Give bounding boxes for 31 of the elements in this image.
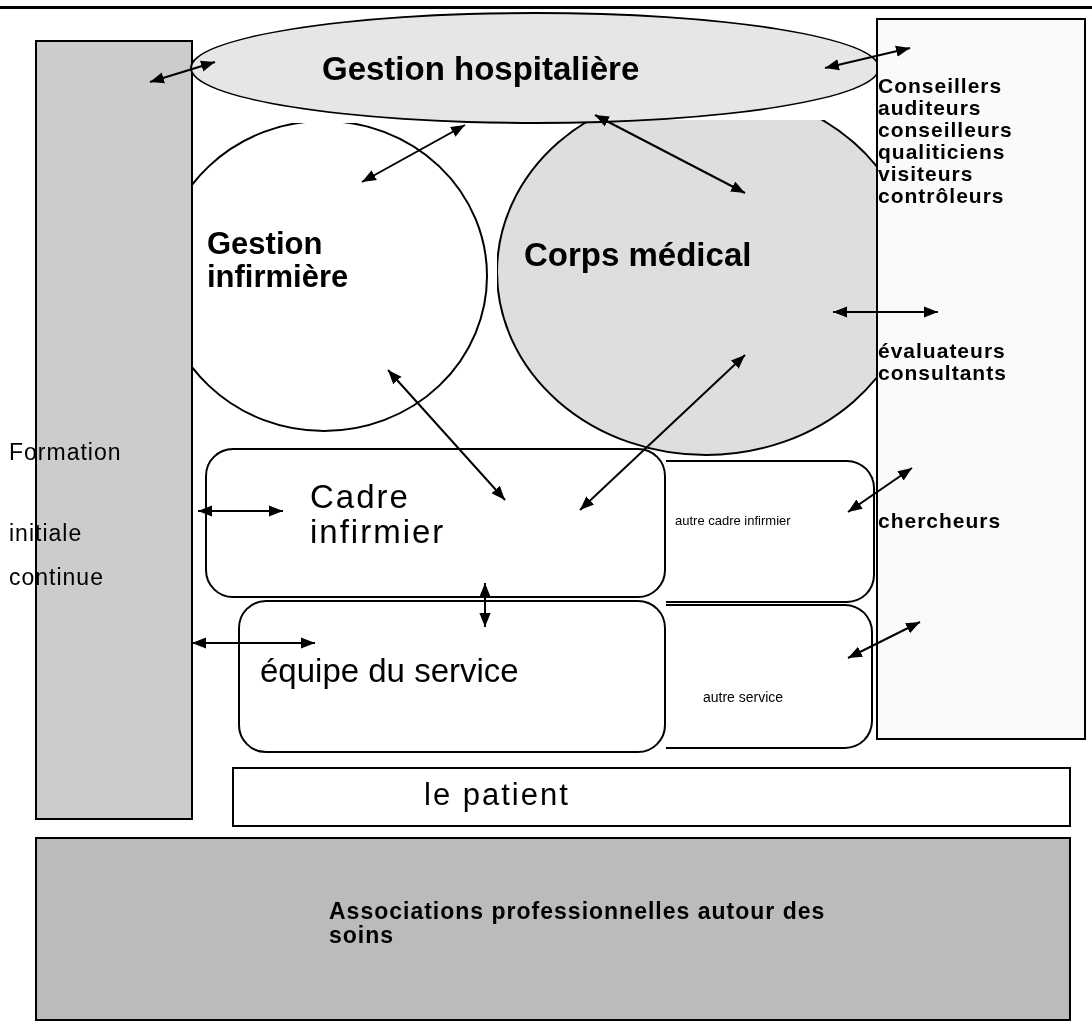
panel-label: évaluateurs consultants bbox=[878, 340, 1008, 385]
rounded-box bbox=[238, 600, 666, 753]
rounded-box bbox=[666, 460, 875, 603]
double-arrow bbox=[387, 369, 506, 501]
ellipse-label: Gestion hospitalière bbox=[322, 52, 641, 87]
box-label: autre cadre infirmier bbox=[675, 514, 792, 528]
double-arrow bbox=[579, 354, 746, 511]
double-arrow bbox=[149, 60, 216, 84]
rounded-box bbox=[666, 604, 873, 749]
footer-panel bbox=[35, 837, 1071, 1021]
box-label: équipe du service bbox=[260, 654, 520, 689]
circle-label: Corps médical bbox=[524, 238, 753, 273]
double-arrow bbox=[191, 637, 316, 649]
double-arrow bbox=[824, 45, 911, 71]
panel-label: Conseillers auditeurs conseilleurs qualiticiens visiteurs contrôleurs bbox=[878, 75, 1014, 208]
rounded-box bbox=[205, 448, 666, 598]
double-arrow bbox=[832, 306, 939, 318]
circle-label: Gestion infirmière bbox=[207, 228, 350, 294]
double-arrow bbox=[594, 114, 746, 194]
double-arrow bbox=[361, 124, 466, 183]
double-arrow bbox=[479, 582, 491, 628]
side-panel bbox=[876, 18, 1086, 740]
panel-label: chercheurs bbox=[878, 510, 1003, 533]
double-arrow bbox=[847, 621, 921, 659]
patient-bar bbox=[232, 767, 1071, 827]
bar-label: le patient bbox=[424, 779, 571, 812]
box-label: Cadre infirmier bbox=[310, 480, 447, 550]
double-arrow bbox=[197, 505, 284, 517]
double-arrow bbox=[847, 467, 913, 513]
panel-label: Associations professionnelles autour des soins bbox=[329, 899, 827, 948]
box-label: autre service bbox=[703, 690, 785, 705]
